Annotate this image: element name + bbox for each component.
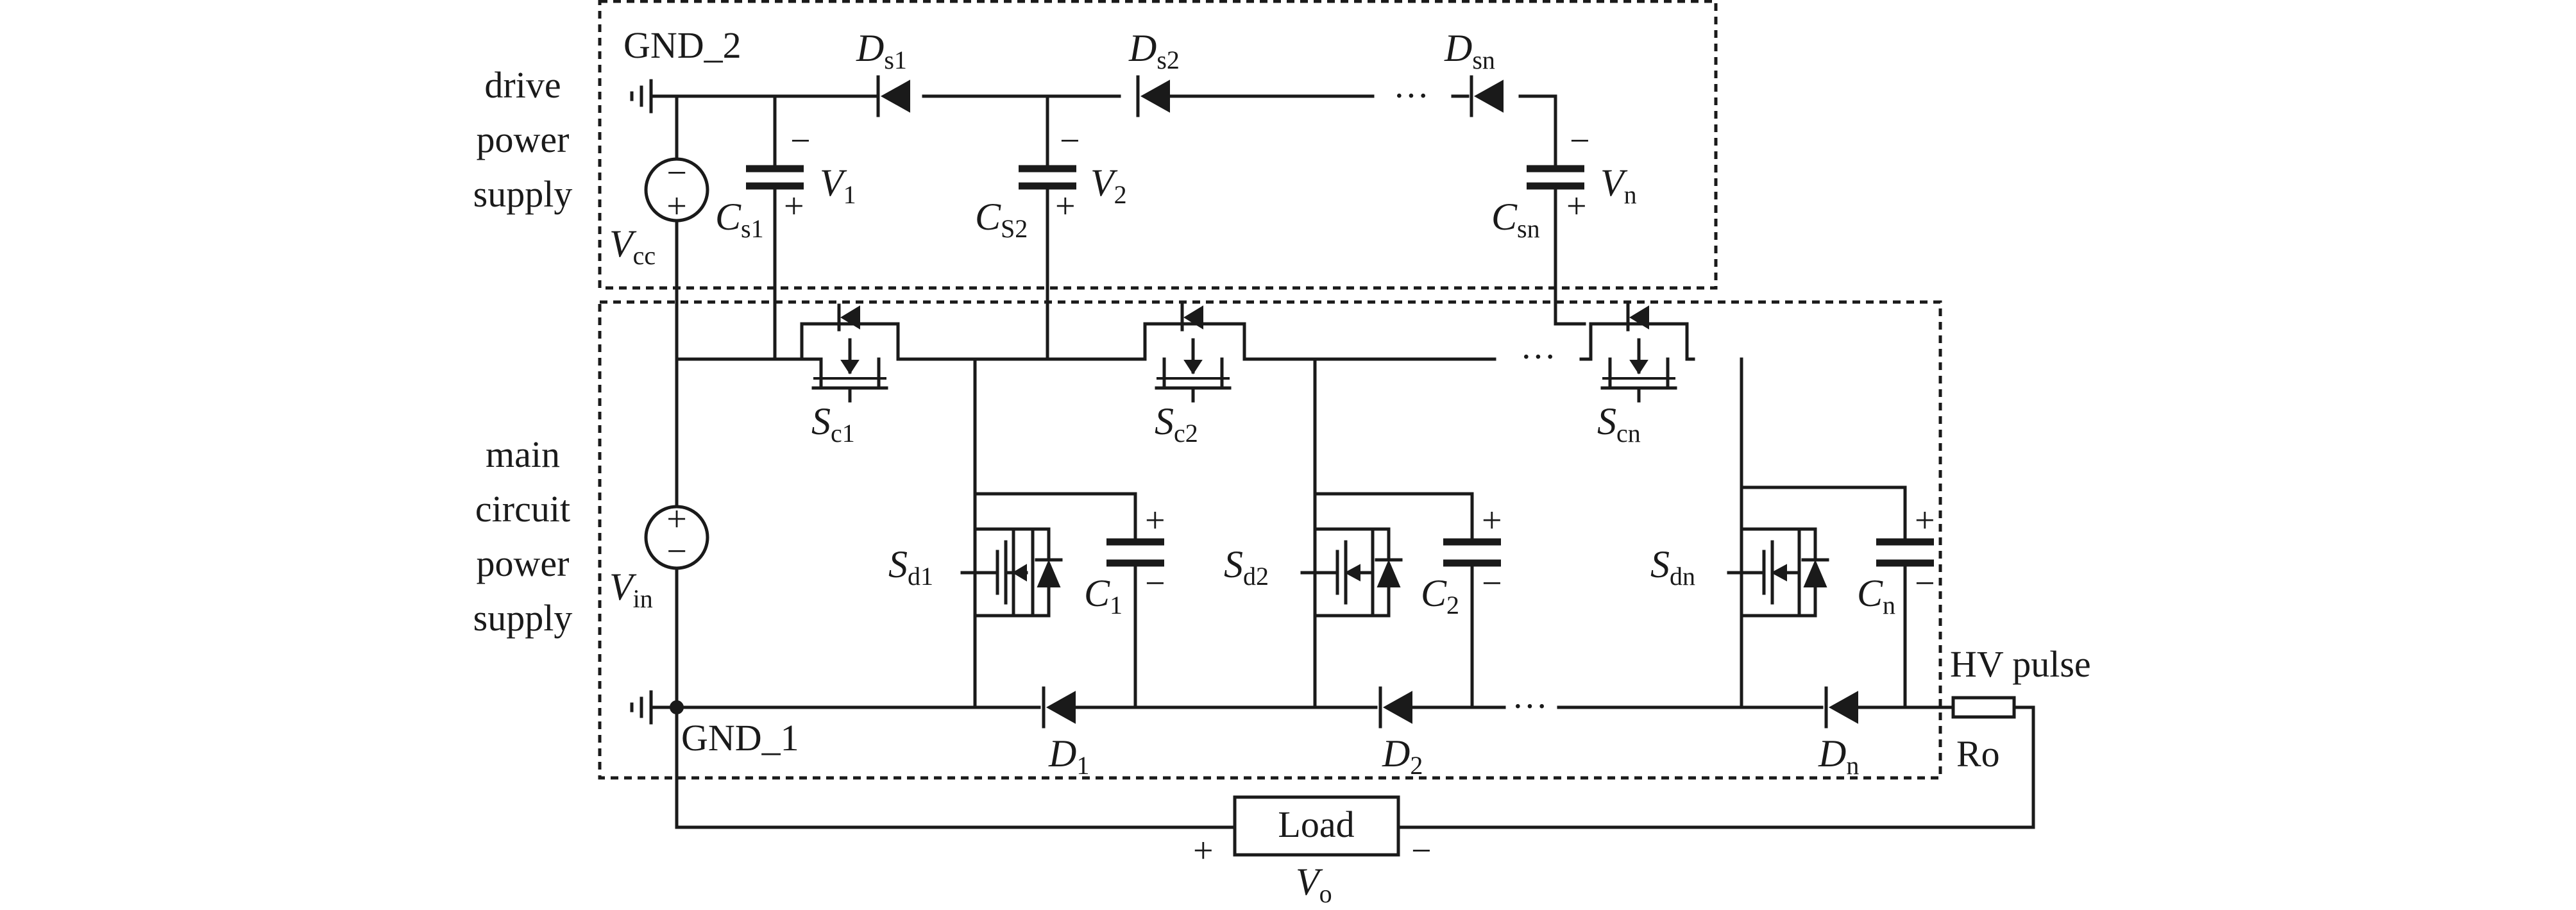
main-label-line-1: main — [486, 434, 560, 475]
vo-label: Vo — [1296, 861, 1332, 908]
main-label-line-3: power — [477, 543, 570, 584]
cs1-plus: + — [784, 187, 804, 226]
ds2-label: Ds2 — [1128, 27, 1180, 74]
main-section-label: main circuit power supply — [473, 434, 573, 639]
vcc-plus: + — [666, 187, 687, 226]
load-minus: − — [1411, 831, 1432, 871]
bottom-diode-d2 — [1378, 686, 1412, 729]
v1-label: V1 — [820, 162, 856, 209]
vin-label: Vin — [609, 566, 653, 613]
gnd1-ground-symbol — [630, 690, 653, 725]
csn-minus: − — [1570, 121, 1590, 161]
lower-rail-ellipsis: ··· — [1512, 687, 1548, 727]
drive-cap-cs2 — [1019, 94, 1076, 361]
charge-switch-sc2 — [1143, 303, 1246, 403]
c2-label: C2 — [1421, 572, 1459, 619]
load-label: Load — [1278, 804, 1354, 845]
drive-diode-dsn — [1470, 75, 1504, 117]
c1-minus: − — [1145, 564, 1165, 603]
upper-rail-ellipsis: ··· — [1520, 337, 1556, 377]
main-label-line-2: circuit — [475, 488, 570, 530]
cs2-label: CS2 — [975, 196, 1028, 243]
c1-label: C1 — [1084, 572, 1123, 619]
drive-diode-ds2 — [1136, 75, 1170, 117]
dn-label: Dn — [1818, 732, 1859, 780]
cs1-minus: − — [790, 121, 811, 161]
csn-label: Csn — [1491, 196, 1540, 243]
vin-source — [644, 505, 709, 709]
drive-cap-csn — [1527, 165, 1586, 326]
gnd1-label: GND_1 — [681, 717, 799, 759]
drive-label-line-2: power — [477, 119, 570, 160]
drive-rail-ellipsis: ··· — [1393, 76, 1429, 116]
drive-section-label: drive power supply — [473, 64, 573, 215]
drive-label-line-1: drive — [484, 64, 561, 106]
sd1-label: Sd1 — [888, 543, 933, 591]
load-element — [675, 705, 1400, 857]
sd2-label: Sd2 — [1224, 543, 1269, 591]
output-resistor-ro — [1396, 696, 2035, 829]
scn-label: Scn — [1597, 400, 1641, 448]
bottom-diode-dn — [1824, 686, 1858, 729]
d1-label: D1 — [1048, 732, 1089, 780]
d2-label: D2 — [1382, 732, 1423, 780]
cs1-label: Cs1 — [715, 196, 764, 243]
ds1-label: Ds1 — [856, 27, 907, 74]
vcc-label: Vcc — [609, 223, 656, 270]
vin-minus: − — [666, 532, 687, 571]
hv-pulse-label: HV pulse — [1950, 643, 2091, 685]
main-label-line-4: supply — [473, 597, 573, 639]
drive-power-supply-box — [598, 0, 1718, 290]
drive-top-rail — [649, 94, 1557, 167]
sdn-label: Sdn — [1650, 543, 1695, 591]
drive-diode-ds1 — [876, 75, 910, 117]
stage-n — [1727, 485, 1934, 709]
cs2-plus: + — [1055, 187, 1076, 226]
c1-plus: + — [1145, 501, 1165, 541]
drive-label-line-3: supply — [473, 173, 573, 215]
cs2-minus: − — [1060, 121, 1080, 161]
drive-cap-cs1 — [746, 94, 804, 361]
csn-plus: + — [1566, 187, 1587, 226]
stage-node-wires — [973, 357, 1743, 709]
cn-minus: − — [1915, 564, 1935, 603]
stage-2 — [1300, 492, 1501, 709]
vcc-minus: − — [666, 153, 687, 193]
gnd2-label: GND_2 — [623, 24, 741, 66]
load-plus: + — [1193, 831, 1214, 871]
main-circuit-box — [598, 300, 1942, 780]
c2-plus: + — [1482, 501, 1502, 541]
vn-label: Vn — [1600, 162, 1637, 209]
charge-switch-sc1 — [800, 303, 900, 403]
charge-switch-scn — [1589, 303, 1689, 403]
cn-plus: + — [1915, 501, 1935, 541]
stage-1 — [960, 492, 1164, 709]
vcc-source — [644, 94, 709, 509]
sc1-label: Sc1 — [811, 400, 855, 448]
v2-label: V2 — [1090, 162, 1127, 209]
sc2-label: Sc2 — [1155, 400, 1198, 448]
c2-minus: − — [1482, 564, 1502, 603]
gnd2-ground-symbol — [630, 79, 653, 114]
bottom-diode-d1 — [1042, 686, 1076, 729]
cn-label: Cn — [1857, 572, 1895, 619]
vin-plus: + — [666, 500, 687, 539]
dsn-label: Dsn — [1444, 27, 1495, 74]
ro-label: Ro — [1956, 733, 2000, 775]
